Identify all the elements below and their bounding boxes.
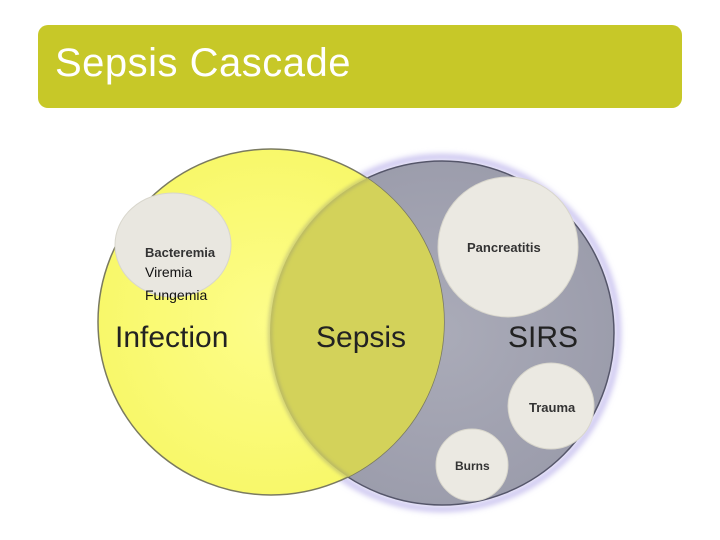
trauma-circle — [507, 362, 595, 450]
burns-label: Burns — [455, 459, 490, 473]
pancreatitis-circle — [437, 176, 579, 318]
bacteremia-label: Bacteremia — [145, 245, 216, 260]
sirs-label: SIRS — [508, 321, 578, 354]
infection-label: Infection — [115, 321, 228, 354]
bacteremia-circle — [114, 192, 232, 298]
slide-title: Sepsis Cascade — [55, 41, 352, 85]
title-bar: Sepsis Cascade — [38, 25, 682, 108]
pancreatitis-label: Pancreatitis — [467, 240, 541, 255]
sepsis-label: Sepsis — [316, 321, 406, 354]
burns-circle — [435, 428, 509, 502]
viremia-label: Viremia — [145, 264, 192, 280]
trauma-label: Trauma — [529, 400, 576, 415]
sepsis-overlap — [270, 161, 444, 495]
fungemia-label: Fungemia — [145, 287, 207, 303]
